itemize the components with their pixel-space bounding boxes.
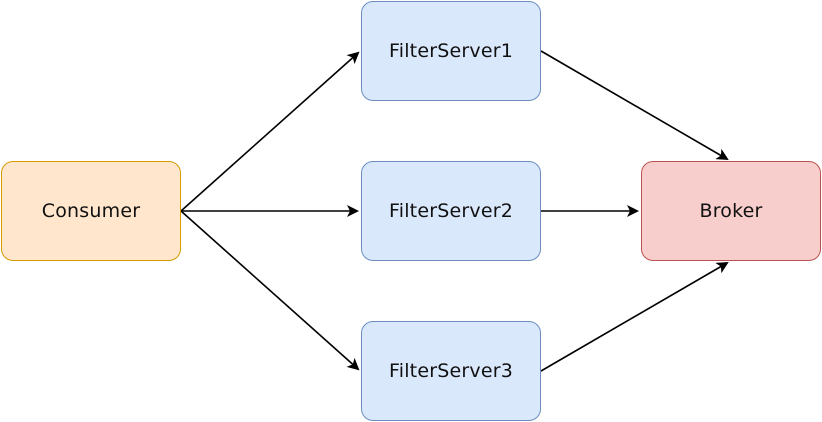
edge-filterserver3-to-broker: [540, 261, 729, 372]
filter-server-2-node[interactable]: FilterServer2: [361, 161, 541, 261]
edge-filterserver1-to-broker: [540, 50, 729, 161]
filter-server-1-label: FilterServer1: [388, 40, 514, 62]
broker-label: Broker: [699, 200, 763, 222]
consumer-node[interactable]: Consumer: [1, 161, 181, 261]
broker-node[interactable]: Broker: [641, 161, 821, 261]
filter-server-3-node[interactable]: FilterServer3: [361, 321, 541, 421]
edge-consumer-to-filterserver3: [180, 210, 360, 371]
edge-consumer-to-filterserver1: [180, 51, 360, 212]
filter-server-1-node[interactable]: FilterServer1: [361, 1, 541, 101]
consumer-label: Consumer: [41, 200, 141, 222]
filter-server-2-label: FilterServer2: [388, 200, 514, 222]
filter-server-3-label: FilterServer3: [388, 360, 514, 382]
